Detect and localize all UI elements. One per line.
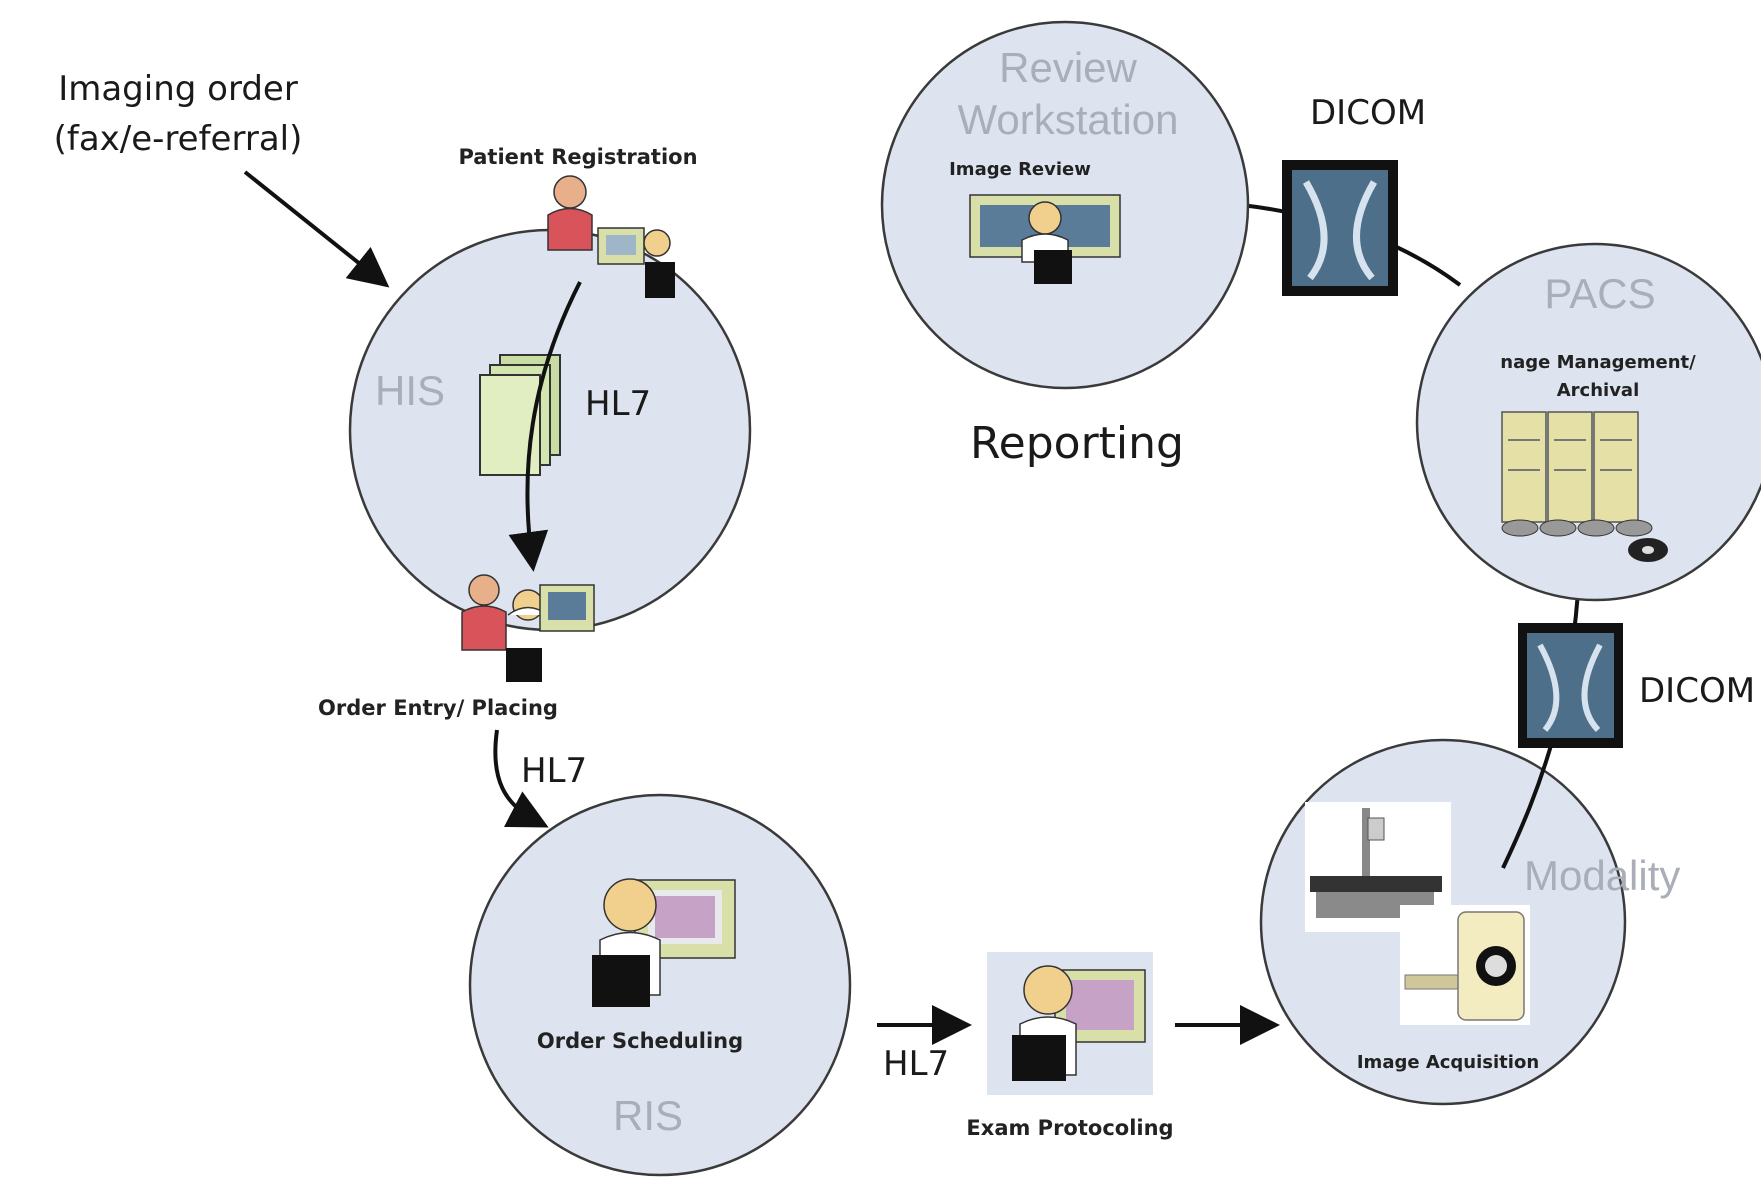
pacs-caption-line1: nage Management/ xyxy=(1500,352,1696,373)
pacs-to-review-dicom-label: DICOM xyxy=(1310,93,1426,133)
his-hl7-label: HL7 xyxy=(585,384,651,424)
review-title-line1: Review xyxy=(999,44,1137,91)
order-entry-icon xyxy=(461,574,595,682)
ris-node: Order Scheduling RIS xyxy=(468,793,852,1177)
pacs-node: PACS nage Management/ Archival xyxy=(1415,242,1761,602)
his-internal-arrow xyxy=(508,281,582,572)
order-scheduling-icon xyxy=(592,878,736,1007)
exam-protocoling-icon xyxy=(1012,965,1146,1081)
exam-protocoling-caption: Exam Protocoling xyxy=(966,1116,1173,1140)
modality-to-pacs-dicom-label: DICOM xyxy=(1639,671,1755,711)
xray-film-icon-lower xyxy=(1518,623,1623,748)
his-to-ris-hl7-label: HL7 xyxy=(521,751,587,791)
svg-text:Imaging order: Imaging order xyxy=(58,69,298,109)
exam-protocoling-node: Exam Protocoling xyxy=(966,952,1174,1140)
server-rack-icon xyxy=(1501,411,1639,523)
image-review-caption: Image Review xyxy=(949,159,1091,180)
pacs-caption-line2: Archival xyxy=(1557,380,1640,401)
review-workstation-node: Review Workstation Image Review xyxy=(880,20,1250,390)
imaging-order-arrow xyxy=(243,170,390,288)
order-scheduling-caption: Order Scheduling xyxy=(537,1029,743,1053)
image-review-icon xyxy=(969,194,1121,284)
reporting-label: Reporting xyxy=(970,418,1184,469)
his-to-ris-arrow xyxy=(493,729,549,828)
patient-registration-caption: Patient Registration xyxy=(458,145,697,169)
xray-film-icon-upper xyxy=(1282,160,1398,296)
ris-system-label: RIS xyxy=(613,1092,683,1139)
his-system-label: HIS xyxy=(375,367,445,414)
patient-registration-icon xyxy=(547,175,675,298)
ris-to-exam-hl7-label: HL7 xyxy=(883,1044,949,1084)
image-acquisition-caption: Image Acquisition xyxy=(1357,1052,1539,1073)
hl7-document-icon xyxy=(479,354,561,476)
svg-text:(fax/e-referral): (fax/e-referral) xyxy=(54,119,303,159)
order-entry-caption: Order Entry/ Placing xyxy=(318,696,558,720)
imaging-order-label: Imaging order (fax/e-referral) xyxy=(54,69,303,159)
review-title-line2: Workstation xyxy=(958,96,1179,143)
his-node: HIS HL7 Patient Registration xyxy=(318,145,752,720)
archive-disks-icon xyxy=(1501,519,1668,562)
pacs-system-label: PACS xyxy=(1544,270,1655,317)
ct-scanner-icon xyxy=(1400,905,1530,1025)
modality-node: Modality Image Acquisition xyxy=(1259,738,1680,1106)
modality-system-label: Modality xyxy=(1524,852,1680,899)
